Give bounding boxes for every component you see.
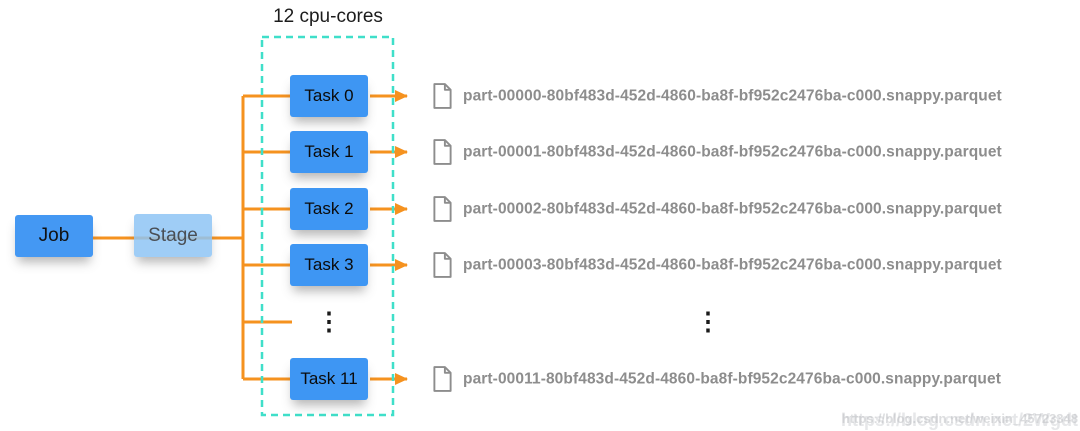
watermark: https://blog.csdn.net/weixin_45723348 ht… (841, 410, 1078, 430)
stage-label: Stage (148, 224, 198, 246)
document-icon (432, 252, 453, 279)
watermark-text-large: https://blog.csdn.net/2Wgdt (841, 410, 1078, 430)
file-name: part-00003-80bf483d-452d-4860-ba8f-bf952… (463, 256, 1002, 273)
file-name: part-00001-80bf483d-452d-4860-ba8f-bf952… (463, 143, 1002, 160)
task-node-3: Task 3 (290, 244, 368, 286)
file-name: part-00011-80bf483d-452d-4860-ba8f-bf952… (463, 370, 1001, 387)
file-name: part-00002-80bf483d-452d-4860-ba8f-bf952… (463, 200, 1002, 217)
file-row-2: part-00002-80bf483d-452d-4860-ba8f-bf952… (432, 196, 1002, 223)
task-node-2: Task 2 (290, 188, 368, 230)
file-name: part-00000-80bf483d-452d-4860-ba8f-bf952… (463, 87, 1002, 104)
stage-node: Stage (134, 214, 212, 257)
document-icon (432, 366, 453, 393)
file-row-1: part-00001-80bf483d-452d-4860-ba8f-bf952… (432, 139, 1002, 166)
cpu-cores-group-border (260, 35, 395, 417)
cpu-cores-label: 12 cpu-cores (273, 6, 383, 27)
file-row-0: part-00000-80bf483d-452d-4860-ba8f-bf952… (432, 83, 1002, 110)
task-node-11: Task 11 (290, 358, 368, 400)
file-row-11: part-00011-80bf483d-452d-4860-ba8f-bf952… (432, 366, 1001, 393)
task-node-0: Task 0 (290, 75, 368, 117)
task-node-1: Task 1 (290, 131, 368, 173)
document-icon (432, 196, 453, 223)
file-row-3: part-00003-80bf483d-452d-4860-ba8f-bf952… (432, 252, 1002, 279)
document-icon (432, 83, 453, 110)
job-node: Job (15, 215, 93, 257)
files-ellipsis: ⋮ (695, 307, 721, 336)
job-label: Job (38, 225, 70, 246)
tasks-ellipsis: ⋮ (316, 307, 342, 336)
document-icon (432, 139, 453, 166)
watermark-text-small: https://blog.csdn.net/weixin_45723348 (841, 411, 1078, 426)
